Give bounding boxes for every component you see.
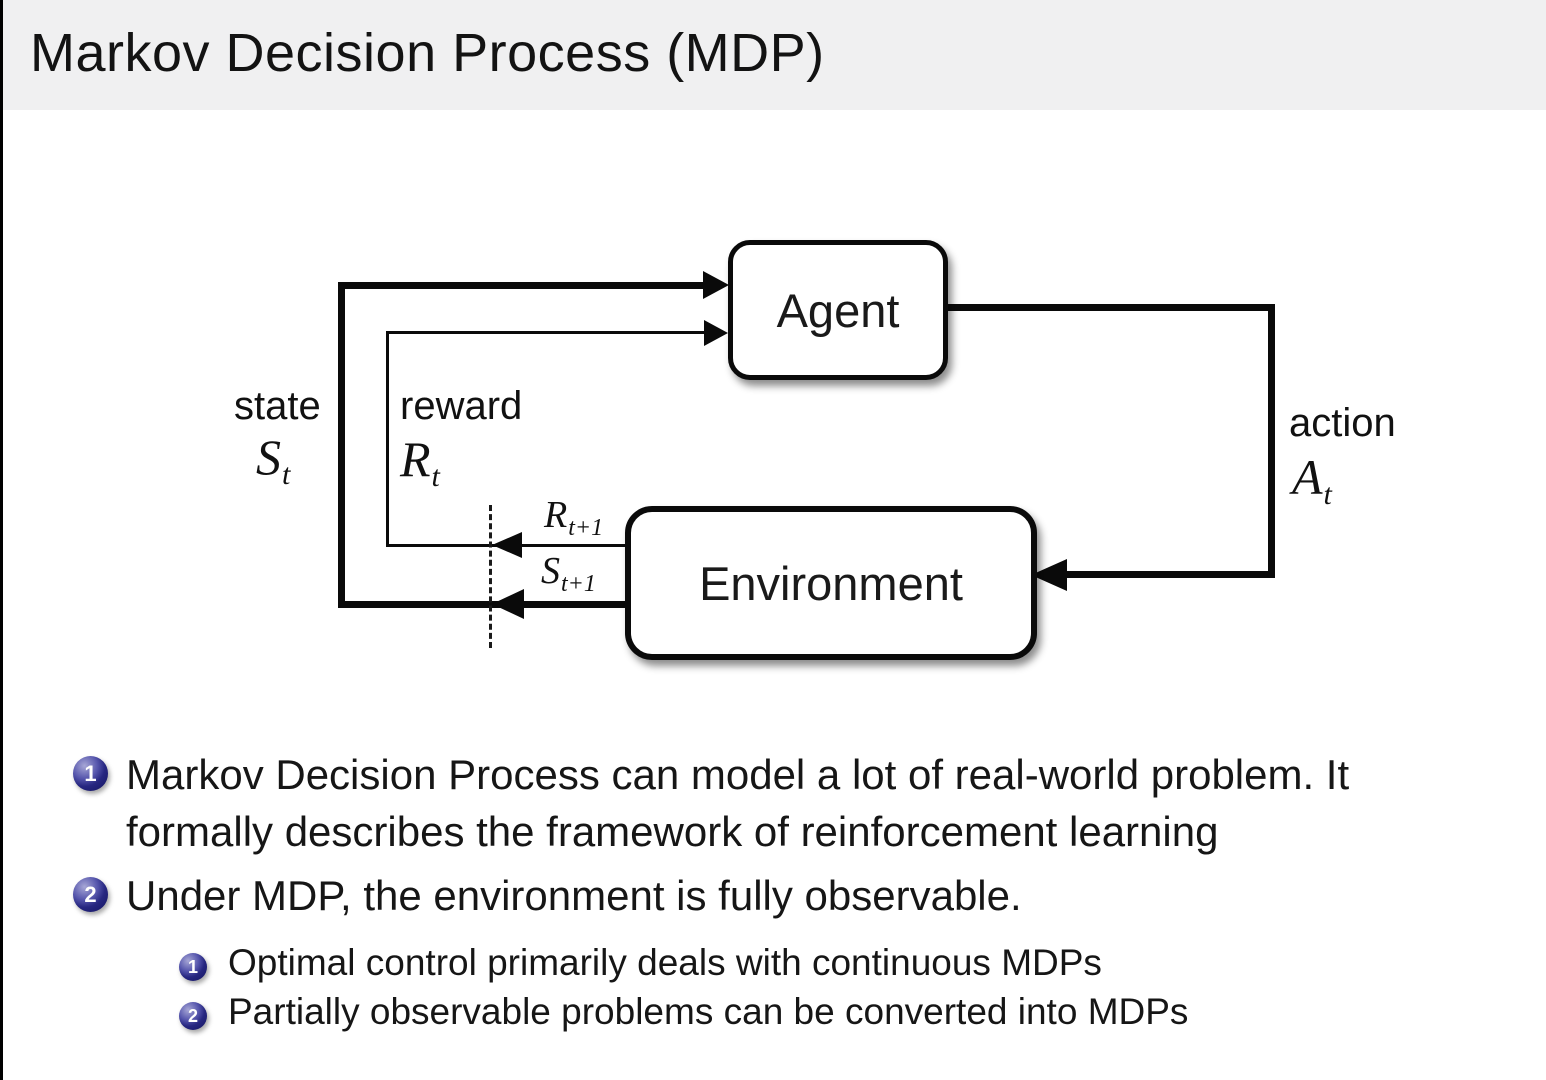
slide-title: Markov Decision Process (MDP) [30,23,825,83]
state-to-agent-arrowhead-icon [703,271,729,299]
state-to-agent-line [338,282,706,289]
action-arrowhead-icon [1031,559,1067,591]
sub-bullet-1-number-badge: 1 [179,953,207,981]
next-reward-arrowhead-icon [492,532,522,558]
environment-label: Environment [699,556,963,610]
action-to-environment-line [1066,571,1275,578]
reward-to-agent-arrowhead-icon [704,320,728,346]
mdp-agent-environment-diagram: Agent Environment state St reward Rt act… [3,0,1546,1080]
reward-to-agent-line [386,331,706,334]
state-label: state [234,384,321,428]
sub-bullet-2-text: Partially observable problems can be con… [228,991,1189,1032]
action-loop-vertical-line [1268,304,1275,578]
bullet-1-number-badge: 1 [73,756,108,791]
agent-label: Agent [776,283,900,337]
action-symbol: At [1292,449,1332,511]
action-label: action [1289,401,1396,445]
reward-label: reward [400,384,523,428]
title-bar: Markov Decision Process (MDP) [3,0,1546,110]
environment-box: Environment [625,506,1037,660]
action-loop-top-line [938,304,1275,311]
next-reward-symbol: Rt+1 [544,494,604,541]
reward-symbol: Rt [400,431,440,493]
time-step-boundary-dashed-line [489,505,492,648]
next-state-symbol: St+1 [541,550,596,597]
bullet-1-text: Markov Decision Process can model a lot … [126,751,1350,855]
sub-bullet-2-number-badge: 2 [179,1002,207,1030]
state-loop-vertical-line [338,282,345,608]
next-state-line [338,601,627,608]
bullet-2-text: Under MDP, the environment is fully obse… [126,872,1022,919]
state-symbol: St [256,429,291,491]
reward-loop-vertical-line [386,331,389,547]
bullet-2-number-badge: 2 [73,877,108,912]
next-state-arrowhead-icon [492,589,524,619]
agent-box: Agent [728,240,948,380]
sub-bullet-1-text: Optimal control primarily deals with con… [228,942,1102,983]
